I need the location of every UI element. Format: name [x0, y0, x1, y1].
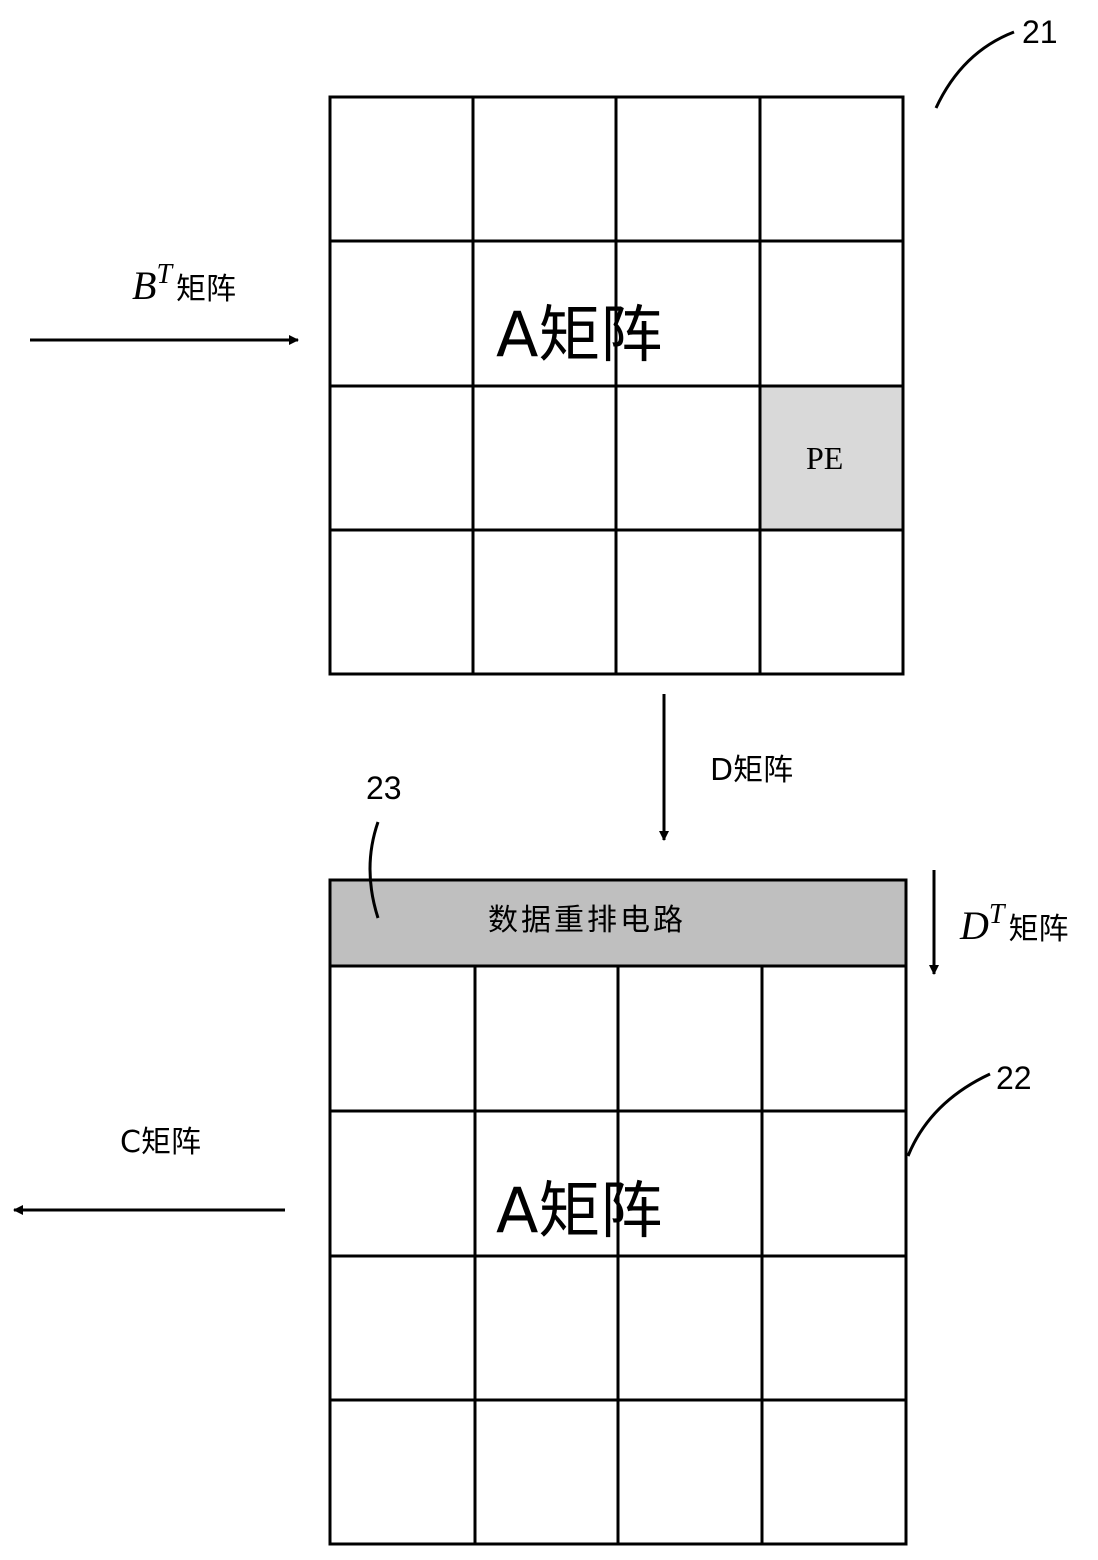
bottom-array-title: A矩阵 — [496, 1174, 663, 1247]
pe-cell-highlighted — [760, 386, 903, 529]
data-rearrange-bar — [328, 878, 908, 968]
dt-sup: T — [988, 899, 1005, 930]
c-matrix-label: C矩阵 — [120, 1125, 201, 1160]
top-pe-array — [328, 95, 905, 676]
dt-base: D — [960, 903, 989, 948]
leader-line-21 — [934, 30, 1015, 109]
ref-21: 21 — [1022, 14, 1058, 50]
bt-suffix: 矩阵 — [176, 272, 237, 307]
d-matrix-label: D矩阵 — [710, 753, 794, 788]
leader-line-23 — [368, 821, 380, 919]
leader-line-22 — [906, 1072, 991, 1157]
dt-suffix: 矩阵 — [1008, 912, 1069, 947]
bt-sup: T — [156, 259, 173, 290]
ref-23: 23 — [366, 770, 402, 806]
ref-22: 22 — [996, 1060, 1032, 1096]
top-array-title: A矩阵 — [496, 298, 663, 371]
bottom-pe-array — [328, 964, 908, 1546]
pe-label: PE — [806, 440, 844, 476]
bt-base: B — [132, 263, 157, 308]
rearrange-label: 数据重排电路 — [488, 903, 686, 938]
